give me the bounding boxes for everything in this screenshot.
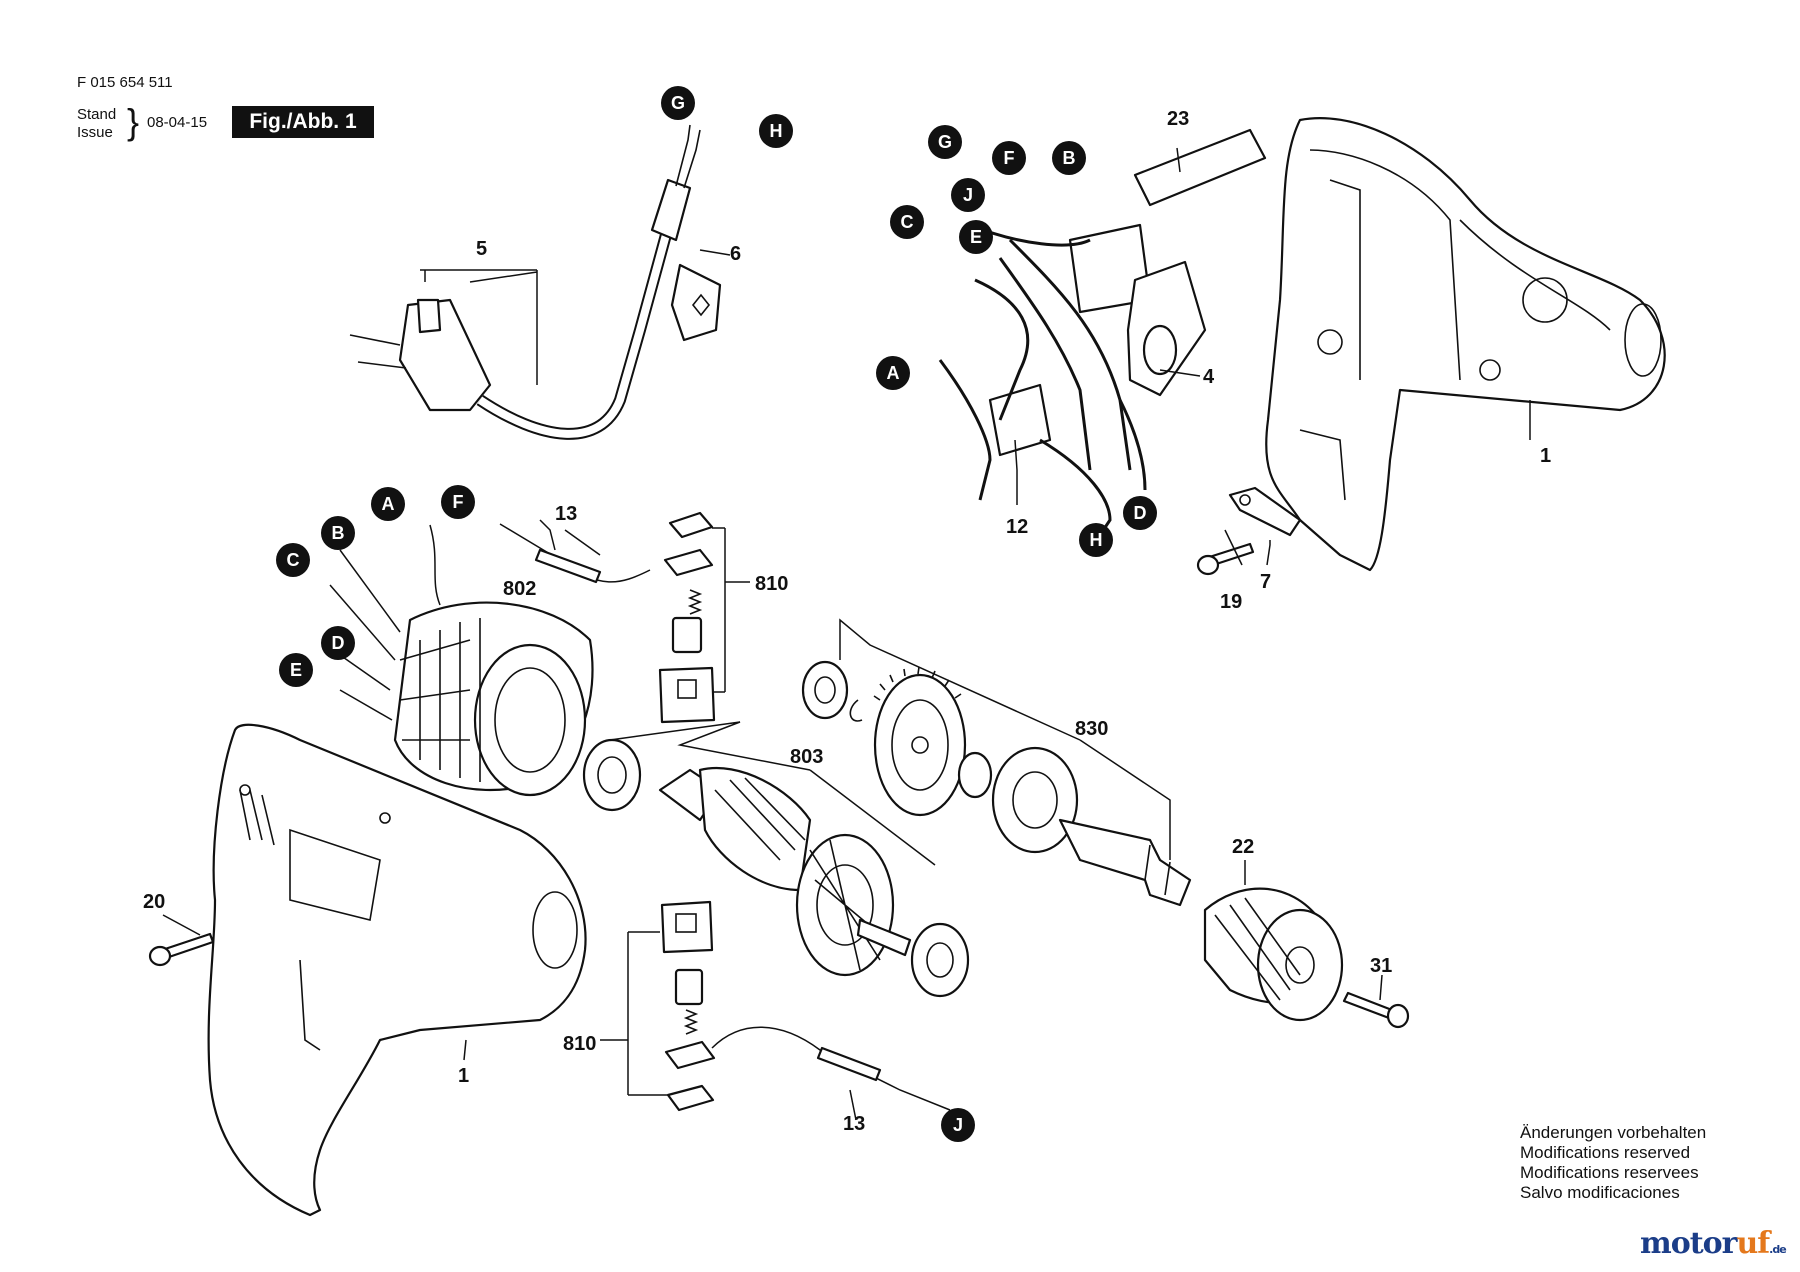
bearing-front: [582, 738, 642, 812]
svg-text:B: B: [332, 523, 345, 543]
connector-B-switch: B: [1052, 141, 1086, 175]
connector-C-switch: C: [890, 205, 924, 239]
svg-text:B: B: [1063, 148, 1076, 168]
label-part-1-left: 1: [458, 1065, 469, 1087]
keyless-chuck: [1203, 887, 1344, 1022]
screw-20: [148, 932, 215, 967]
connector-A-field: A: [371, 487, 405, 521]
brush-set-top: [499, 511, 716, 724]
power-cable: [349, 124, 722, 440]
watermark-logo: motoruf.de: [1640, 1226, 1787, 1261]
issue-date: 08-04-15: [147, 114, 208, 131]
connector-J-switch: J: [951, 178, 985, 212]
part-number: F 015 654 511: [77, 74, 173, 91]
screw-31: [1342, 991, 1410, 1029]
svg-text:D: D: [332, 633, 345, 653]
housing-half-left: [207, 723, 587, 1217]
connector-B-field: B: [321, 516, 355, 550]
connector-H-switch: H: [1079, 523, 1113, 557]
label-part-6: 6: [730, 243, 741, 265]
svg-text:C: C: [901, 212, 914, 232]
figure-label: Fig./Abb. 1: [232, 106, 374, 138]
connector-F-field: F: [441, 485, 475, 519]
brush-set-bottom: [660, 900, 951, 1112]
label-part-13-top: 13: [555, 503, 577, 525]
armature: [658, 767, 912, 977]
label-part-12: 12: [1006, 516, 1028, 538]
svg-text:J: J: [953, 1115, 963, 1135]
housing-half-right: [1265, 117, 1666, 572]
label-part-19: 19: [1220, 591, 1242, 613]
connector-D-switch: D: [1123, 496, 1157, 530]
svg-text:H: H: [1090, 530, 1103, 550]
connector-F-switch: F: [992, 141, 1026, 175]
svg-text:E: E: [970, 227, 982, 247]
connector-A-switch: A: [876, 356, 910, 390]
note-de: Änderungen vorbehalten: [1520, 1123, 1707, 1142]
svg-text:A: A: [382, 494, 395, 514]
label-part-4: 4: [1203, 366, 1215, 388]
connector-G-top: G: [661, 86, 695, 120]
label-part-803: 803: [790, 746, 823, 768]
svg-text:E: E: [290, 660, 302, 680]
connector-C-field: C: [276, 543, 310, 577]
label-part-830: 830: [1075, 718, 1108, 740]
connector-J-bottom: J: [941, 1108, 975, 1142]
cable-clamp: [1228, 486, 1302, 537]
note-es: Salvo modificaciones: [1520, 1183, 1680, 1202]
label-part-5: 5: [476, 238, 487, 260]
svg-text:A: A: [887, 363, 900, 383]
screw-19: [1196, 542, 1255, 576]
field-coil: [329, 524, 594, 797]
connector-D-field: D: [321, 626, 355, 660]
brace-icon: }: [127, 101, 140, 142]
gear-assembly: [801, 660, 1192, 907]
svg-text:D: D: [1134, 503, 1147, 523]
label-part-22: 22: [1232, 836, 1254, 858]
svg-text:H: H: [770, 121, 783, 141]
svg-text:G: G: [938, 132, 952, 152]
label-part-31: 31: [1370, 955, 1392, 977]
connector-E-switch: E: [959, 220, 993, 254]
stand-label: Stand: [77, 106, 117, 123]
svg-text:J: J: [963, 185, 973, 205]
label-part-810-bottom: 810: [563, 1033, 596, 1055]
connector-H-top: H: [759, 114, 793, 148]
issue-label: Issue: [77, 124, 113, 141]
svg-text:F: F: [453, 492, 464, 512]
label-part-802: 802: [503, 578, 536, 600]
connector-E-field: E: [279, 653, 313, 687]
svg-text:G: G: [671, 93, 685, 113]
svg-text:C: C: [287, 550, 300, 570]
label-part-1-right: 1: [1540, 445, 1551, 467]
svg-text:F: F: [1004, 148, 1015, 168]
label-part-7: 7: [1260, 571, 1271, 593]
label-part-20: 20: [143, 891, 165, 913]
note-en: Modifications reserved: [1520, 1143, 1691, 1162]
leader-lines: [162, 147, 1531, 1121]
label-part-23: 23: [1167, 108, 1189, 130]
note-fr: Modifications reservees: [1520, 1163, 1699, 1182]
label-part-810-top: 810: [755, 573, 788, 595]
switch-assembly: [938, 128, 1267, 536]
label-part-13-bottom: 13: [843, 1113, 865, 1135]
connector-G-switch: G: [928, 125, 962, 159]
bearing-rear: [910, 922, 970, 998]
